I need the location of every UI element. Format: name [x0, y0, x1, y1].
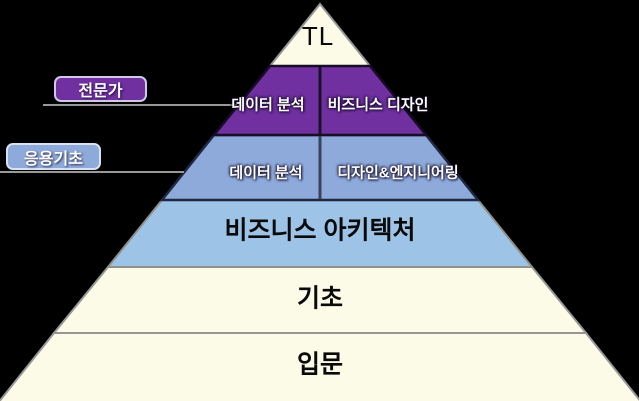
applied-design-engineering-label: 디자인&엔지니어링	[337, 164, 459, 182]
expert-data-analysis-label: 데이터 분석	[231, 96, 305, 114]
expert-badge: 전문가	[54, 76, 147, 102]
basics-label: 기초	[296, 284, 344, 313]
applied-data-analysis-label: 데이터 분석	[229, 164, 303, 182]
top-level-label: TL	[301, 21, 335, 51]
applied-basics-badge-label: 응용기초	[24, 150, 83, 168]
introduction-label: 입문	[296, 350, 344, 379]
expert-badge-label: 전문가	[78, 83, 123, 100]
expert-business-design-label: 비즈니스 디자인	[327, 96, 429, 114]
applied-basics-badge: 응용기초	[6, 143, 101, 170]
business-architecture-label: 비즈니스 아키텍처	[224, 216, 416, 245]
